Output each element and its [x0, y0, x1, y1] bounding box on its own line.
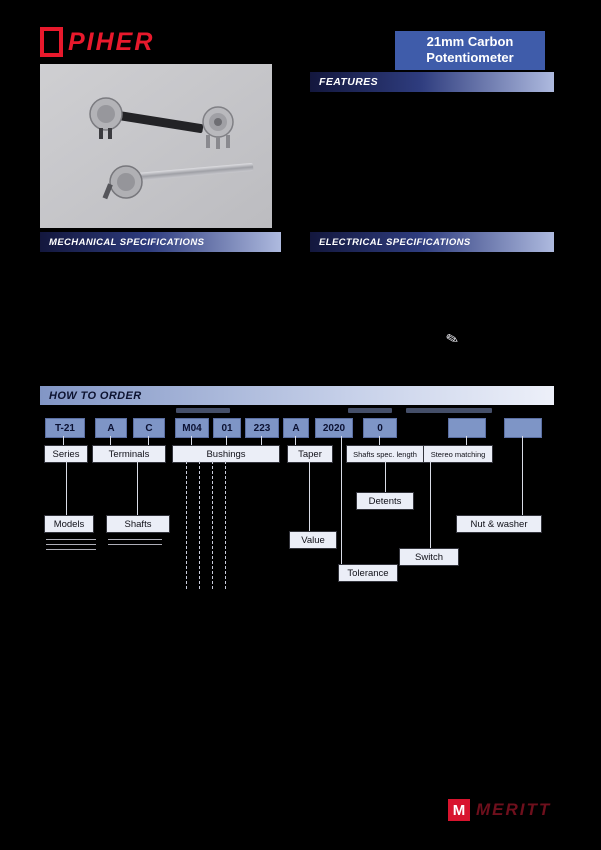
electrical-label: ELECTRICAL SPECIFICATIONS [319, 236, 471, 248]
potentiometers-image [40, 64, 272, 228]
faint-annotation [348, 408, 392, 413]
label-shafts: Shafts [106, 515, 170, 533]
dashed-connector-line [212, 461, 213, 589]
order-code-box-stereo [448, 418, 486, 438]
how-to-order-label: HOW TO ORDER [49, 389, 142, 402]
product-title-line1: 21mm Carbon [426, 34, 514, 49]
connector-line-value [309, 461, 310, 531]
connector-line [379, 436, 380, 445]
label-switch: Switch [399, 548, 459, 566]
connector-line [63, 436, 64, 445]
connector-line-switch [430, 461, 431, 548]
faint-annotation [176, 408, 230, 413]
product-title: 21mm Carbon Potentiometer [395, 31, 545, 70]
label-tolerance: Tolerance [338, 564, 398, 582]
dashed-connector-line [186, 461, 187, 589]
connector-line-nut [522, 436, 523, 515]
label-bushings: Bushings [172, 445, 280, 463]
section-header-how-to-order: HOW TO ORDER [40, 386, 554, 405]
connector-line [295, 436, 296, 445]
faint-annotation [406, 408, 492, 413]
connector-line [110, 436, 111, 445]
label-value: Value [289, 531, 337, 549]
order-code-box-value: 223 [245, 418, 279, 438]
section-header-electrical: ELECTRICAL SPECIFICATIONS [310, 232, 554, 252]
footer-brand-text: MERITT [476, 800, 552, 819]
order-code-box-taper: A [283, 418, 309, 438]
product-title-line2: Potentiometer [426, 50, 514, 65]
label-taper: Taper [287, 445, 333, 463]
order-code-box-hardware [504, 418, 542, 438]
section-header-mechanical: MECHANICAL SPECIFICATIONS [40, 232, 281, 252]
footnote-text-blur [46, 539, 96, 553]
connector-line-detents [385, 461, 386, 492]
brand-logo-mark-icon [40, 27, 63, 57]
order-code-box-detent: 0 [363, 418, 397, 438]
order-code-box-length: 2020 [315, 418, 353, 438]
footnote-text-blur [108, 539, 162, 548]
footer-logo-icon: M [448, 799, 470, 821]
product-photo [40, 64, 272, 228]
connector-line [466, 436, 467, 445]
connector-line [261, 436, 262, 445]
label-terminals: Terminals [92, 445, 166, 463]
order-code-box-series: T-21 [45, 418, 85, 438]
connector-line-tolerance [341, 436, 342, 564]
order-code-box-bushing1: M04 [175, 418, 209, 438]
order-code-box-terminal: A [95, 418, 127, 438]
label-models: Models [44, 515, 94, 533]
brand-logo-text: PIHER [68, 27, 155, 56]
brand-logo: PIHER [40, 27, 154, 57]
note-icon: ✎ [444, 329, 461, 350]
dashed-connector-line [199, 461, 200, 589]
section-header-features: FEATURES [310, 72, 554, 92]
connector-line-shafts [137, 461, 138, 515]
label-detents: Detents [356, 492, 414, 510]
label-stereo-matching: Stereo matching [423, 445, 493, 463]
footer-brand: M MERITT [448, 799, 551, 821]
connector-line [191, 436, 192, 445]
order-code-box-shaft: C [133, 418, 165, 438]
features-label: FEATURES [319, 76, 379, 88]
connector-line [226, 436, 227, 445]
order-code-box-bushing2: 01 [213, 418, 241, 438]
dashed-connector-line [225, 461, 226, 589]
mechanical-label: MECHANICAL SPECIFICATIONS [49, 236, 205, 248]
connector-line [148, 436, 149, 445]
label-nut-washer: Nut & washer [456, 515, 542, 533]
connector-line-models [66, 461, 67, 515]
